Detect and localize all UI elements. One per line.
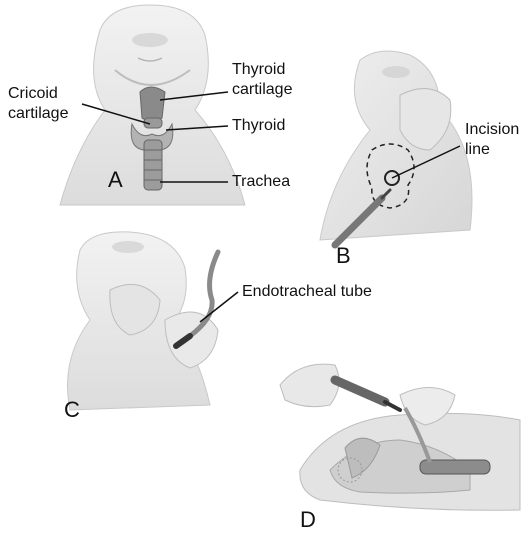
incision-line-label: Incision line	[465, 120, 519, 160]
panel-letter-c: C	[64, 398, 80, 422]
panel-a-illustration	[60, 5, 245, 205]
cricoid-cartilage-label: Cricoid cartilage	[8, 84, 68, 124]
panel-letter-d: D	[300, 508, 316, 532]
thyroid-label: Thyroid	[232, 116, 285, 136]
thyroid-cartilage-label: Thyroid cartilage	[232, 60, 292, 100]
panel-letter-a: A	[108, 168, 123, 192]
panel-c-illustration	[68, 232, 239, 410]
trachea-label: Trachea	[232, 172, 290, 192]
endotracheal-tube-label: Endotracheal tube	[242, 282, 372, 302]
panel-d-illustration	[280, 364, 520, 510]
panel-letter-b: B	[336, 244, 351, 268]
panel-b-illustration	[320, 51, 472, 245]
